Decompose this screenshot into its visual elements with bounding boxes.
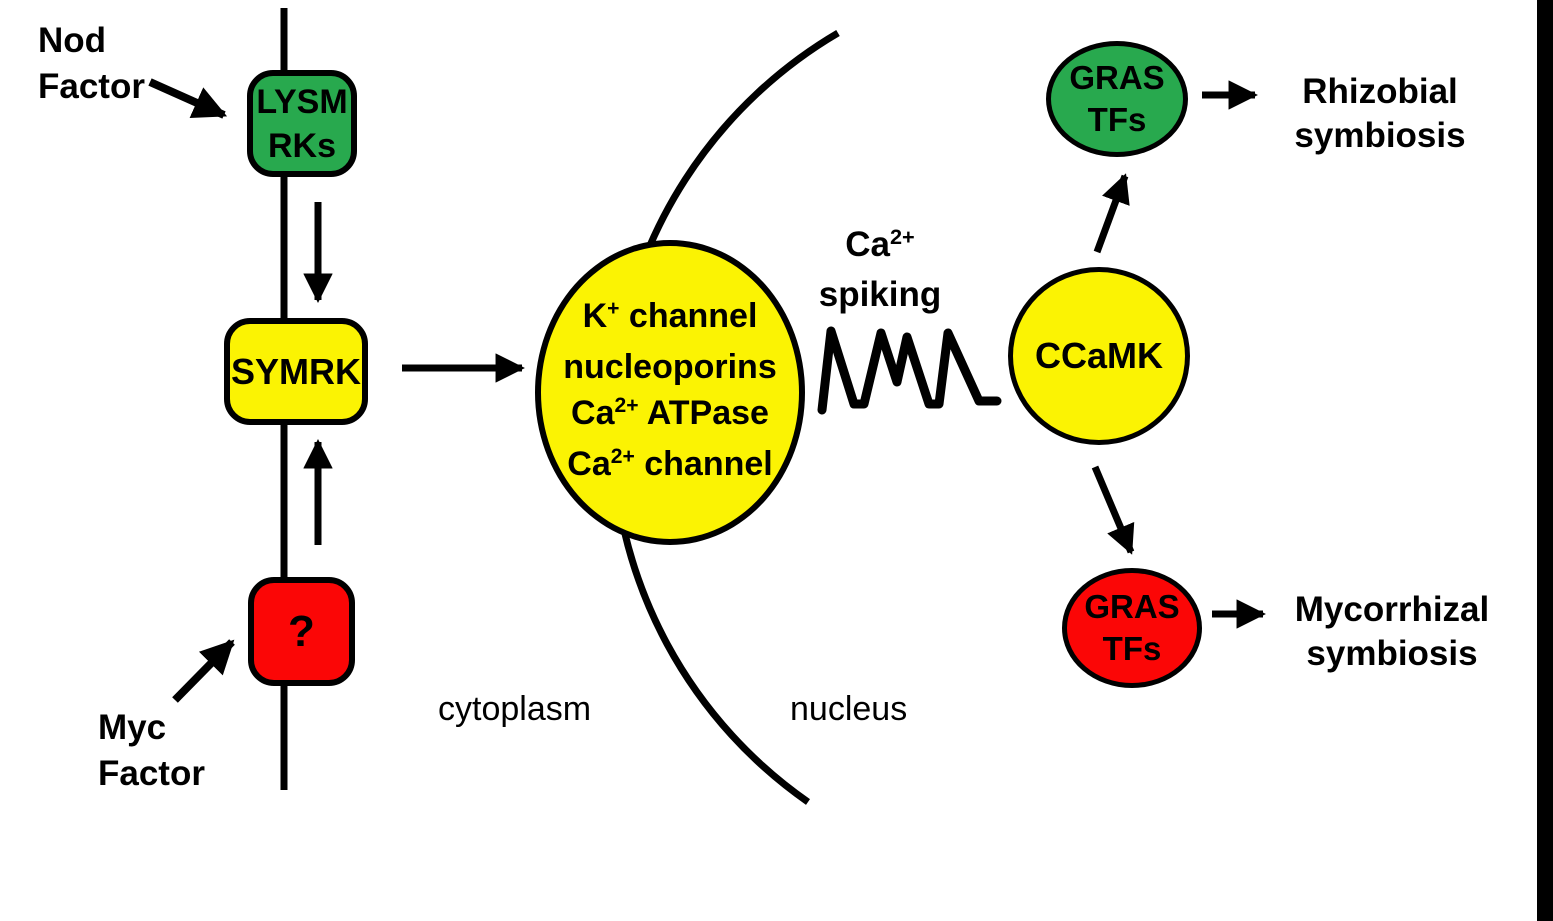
symrk-label: SYMRK xyxy=(230,350,361,392)
cytoplasm-label: cytoplasm xyxy=(438,690,592,728)
nod-factor-label: Nod Factor xyxy=(38,21,145,106)
pore-line-nucleoporins: nucleoporins xyxy=(563,348,777,386)
mycorrhizal-symbiosis-label: Mycorrhizal symbiosis xyxy=(1294,590,1490,673)
gras-tfs-red-label: GRAS TFs xyxy=(1084,588,1180,667)
nod-factor-arrow xyxy=(148,78,228,119)
ccamk-circle: CCaMK xyxy=(1008,267,1190,445)
ccamk-to-gras-red-arrow xyxy=(1091,465,1135,555)
ca-spiking-waveform xyxy=(817,326,1002,415)
nuclear-pore-components-label: K+ channel nucleoporins Ca2+ ATPase Ca2+… xyxy=(563,293,776,492)
lysm-rks-label: LYSM RKs xyxy=(256,82,348,165)
ca-spiking-label: Ca2+ spiking xyxy=(810,222,950,318)
ca-spiking-line1: Ca2+ xyxy=(845,224,915,264)
pore-line-ca-atpase: Ca2+ ATPase xyxy=(571,394,769,432)
symrk-box: SYMRK xyxy=(224,318,368,425)
right-edge-bar xyxy=(1537,0,1553,921)
gras-tfs-green-ellipse: GRAS TFs xyxy=(1046,41,1188,157)
myc-factor-label: Myc Factor xyxy=(98,708,205,793)
nuclear-pore-circle: K+ channel nucleoporins Ca2+ ATPase Ca2+… xyxy=(535,240,805,545)
nucleus-label: nucleus xyxy=(790,690,908,728)
unknown-receptor-box: ? xyxy=(248,577,355,686)
ccamk-to-gras-green-arrow xyxy=(1093,173,1130,254)
pore-line-ca-channel: Ca2+ channel xyxy=(567,445,773,483)
myc-factor-arrow xyxy=(172,639,235,703)
lysm-rks-box: LYSM RKs xyxy=(247,70,357,177)
gras-tfs-red-ellipse: GRAS TFs xyxy=(1062,568,1202,688)
unknown-receptor-label: ? xyxy=(288,606,315,656)
pore-line-k-channel: K+ channel xyxy=(582,297,758,335)
rhizobial-symbiosis-label: Rhizobial symbiosis xyxy=(1294,72,1466,155)
ccamk-label: CCaMK xyxy=(1034,335,1163,376)
ca-spiking-line2: spiking xyxy=(818,275,942,314)
gras-tfs-green-label: GRAS TFs xyxy=(1069,59,1165,138)
